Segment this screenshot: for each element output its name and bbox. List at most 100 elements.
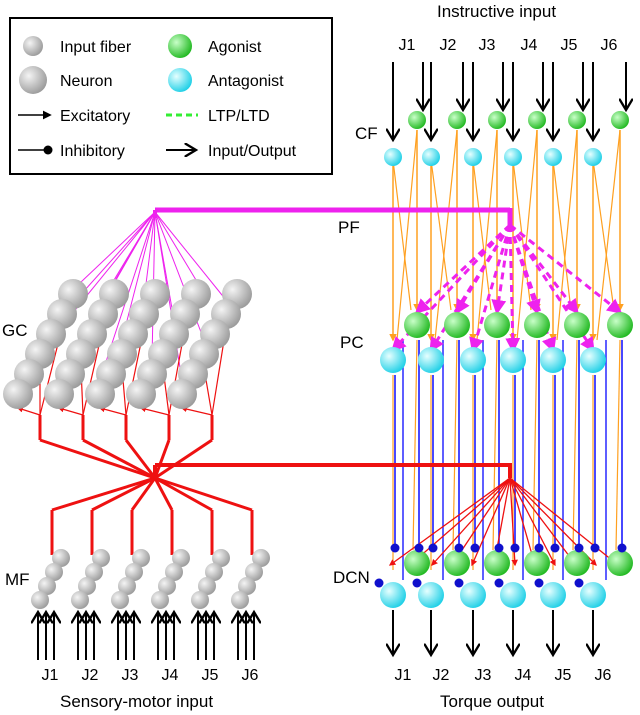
- dcn-agonist-cell: [607, 550, 633, 576]
- inhibitory-dot-icon: [43, 145, 53, 155]
- legend-ltp-ltd: LTP/LTD: [208, 108, 270, 125]
- dcn-antagonist-cell: [500, 582, 526, 608]
- dcn-agonist-cell: [444, 550, 470, 576]
- dcn-agonist-cell: [524, 550, 550, 576]
- mossy-fiber-cell: [165, 563, 183, 581]
- pc-agonist-cell: [404, 312, 430, 338]
- mossy-fiber-to-dcn: [431, 477, 511, 566]
- dcn-agonist-cell: [564, 550, 590, 576]
- instructive-input-label: Instructive input: [437, 2, 556, 21]
- mossy-fiber-cell: [71, 591, 89, 609]
- torque-joint-label: J4: [515, 667, 532, 684]
- mossy-fiber-to-dcn: [509, 477, 556, 567]
- inhibitory-synapse-dot: [390, 543, 400, 553]
- agonist-swatch: [168, 34, 192, 58]
- mossy-fiber-cell: [125, 563, 143, 581]
- mossy-fiber-branch: [130, 477, 157, 511]
- climbing-fiber: [412, 339, 418, 551]
- input-fiber-swatch: [23, 36, 43, 56]
- legend-antagonist: Antagonist: [208, 73, 284, 90]
- pc-agonist-cell: [607, 312, 633, 338]
- inhibitory-synapse-dot: [617, 543, 627, 553]
- mossy-fiber-branch: [124, 439, 157, 479]
- instructive-joint-label: J3: [479, 37, 496, 54]
- legend-excitatory: Excitatory: [60, 108, 130, 125]
- climbing-fiber: [572, 339, 578, 551]
- instructive-joint-label: J1: [399, 37, 416, 54]
- inhibitory-synapse-dot: [534, 578, 544, 588]
- legend-inhibitory: Inhibitory: [60, 143, 125, 160]
- granule-cell: [44, 379, 74, 409]
- mossy-fiber-cell: [118, 577, 136, 595]
- climbing-fiber: [592, 159, 615, 311]
- dcn-antagonist-cell: [418, 582, 444, 608]
- cf-antagonist-cell: [584, 148, 602, 166]
- climbing-fiber: [476, 129, 498, 341]
- mossy-fiber-to-gc: [139, 406, 170, 416]
- sensory-joint-label: J5: [202, 667, 219, 684]
- mf-label: MF: [5, 570, 30, 589]
- dcn-antagonist-cell: [580, 582, 606, 608]
- mossy-fiber-cell: [151, 591, 169, 609]
- inhibitory-synapse-dot: [574, 578, 584, 588]
- dcn-antagonist-cell: [380, 582, 406, 608]
- climbing-fiber: [396, 129, 418, 341]
- pc-antagonist-cell: [500, 347, 526, 373]
- mossy-fiber-cell: [38, 577, 56, 595]
- mossy-fiber-branch: [153, 439, 171, 479]
- sensory-joint-label: J1: [42, 667, 59, 684]
- mossy-fiber-cell: [191, 591, 209, 609]
- mossy-fiber-to-dcn: [409, 477, 511, 566]
- mossy-fiber-branch: [82, 438, 156, 480]
- cf-antagonist-cell: [422, 148, 440, 166]
- mossy-fiber-branch: [154, 476, 253, 512]
- torque-output-label: Torque output: [440, 692, 544, 711]
- legend-agonist: Agonist: [208, 39, 262, 56]
- torque-joint-label: J6: [595, 667, 612, 684]
- climbing-fiber: [552, 159, 572, 311]
- mossy-fiber-branch: [153, 477, 174, 511]
- inhibitory-synapse-dot: [494, 578, 504, 588]
- climbing-fiber: [516, 129, 538, 341]
- ltp-ltd-dashed-fiber: [390, 223, 512, 353]
- torque-joint-label: J3: [475, 667, 492, 684]
- cf-antagonist-cell: [384, 148, 402, 166]
- cf-agonist-cell: [568, 111, 586, 129]
- pc-antagonist-cell: [540, 347, 566, 373]
- mossy-fiber-cell: [92, 549, 110, 567]
- inhibitory-synapse-dot: [550, 543, 560, 553]
- mossy-fiber-to-dcn: [509, 477, 577, 567]
- climbing-fiber: [556, 129, 578, 341]
- pc-antagonist-cell: [460, 347, 486, 373]
- torque-joint-label: J5: [555, 667, 572, 684]
- legend: Input fiber Neuron Excitatory Inhibitory…: [9, 17, 333, 175]
- mossy-fiber-to-dcn: [509, 477, 537, 567]
- instructive-joint-label: J2: [440, 37, 457, 54]
- gc-label: GC: [2, 321, 28, 340]
- inhibitory-synapse-dot: [510, 543, 520, 553]
- neuron-swatch: [19, 66, 47, 94]
- instructive-joint-label: J5: [561, 37, 578, 54]
- mossy-fiber-cell: [245, 563, 263, 581]
- mossy-fiber-to-gc: [57, 406, 84, 416]
- mossy-fiber-branch: [154, 438, 213, 480]
- pc-antagonist-cell: [380, 347, 406, 373]
- mossy-fiber-to-dcn: [388, 477, 511, 566]
- dcn-label: DCN: [333, 568, 370, 587]
- climbing-fiber: [472, 159, 492, 311]
- mossy-fiber-cell: [52, 549, 70, 567]
- cf-agonist-cell: [611, 111, 629, 129]
- parallel-fiber-branch: [154, 211, 197, 281]
- inhibitory-synapse-dot: [470, 543, 480, 553]
- sensory-joint-label: J6: [242, 667, 259, 684]
- mossy-fiber-cell: [252, 549, 270, 567]
- inhibitory-synapse-dot: [574, 543, 584, 553]
- ltp-ltd-dashed-fiber: [505, 224, 521, 353]
- pc-antagonist-cell: [580, 347, 606, 373]
- cf-agonist-cell: [528, 111, 546, 129]
- torque-joint-label: J2: [433, 667, 450, 684]
- torque-joint-label: J1: [395, 667, 412, 684]
- legend-input-output: Input/Output: [208, 143, 297, 160]
- mossy-fiber-cell: [85, 563, 103, 581]
- parallel-fiber-branch: [121, 211, 156, 341]
